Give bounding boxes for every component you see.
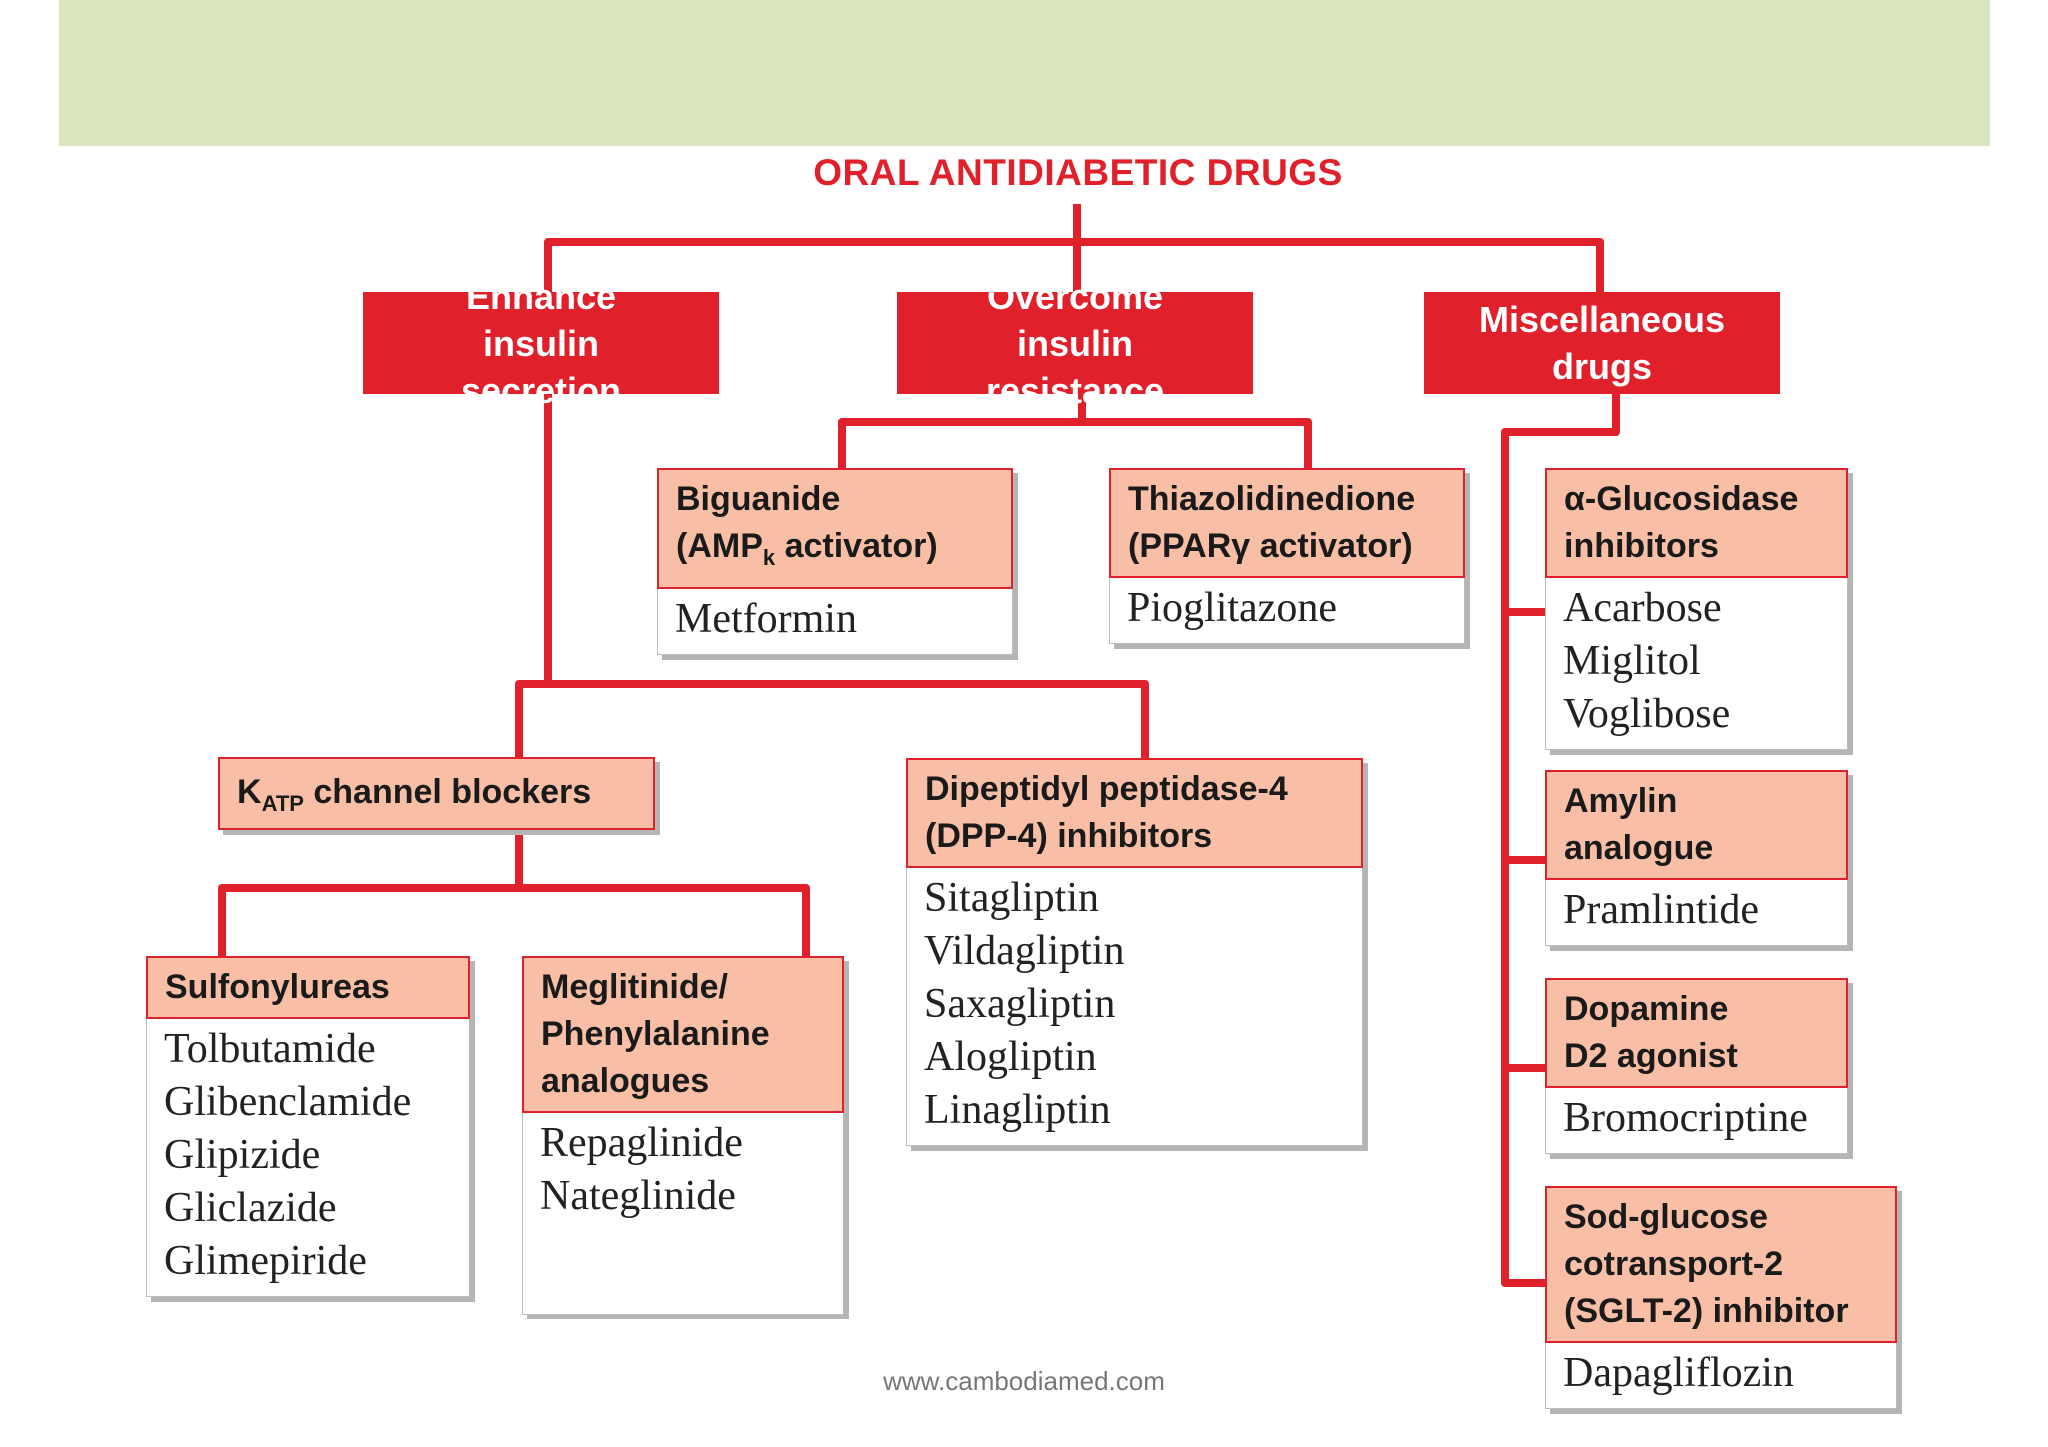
drug-name: Saxagliptin bbox=[924, 981, 1116, 1027]
sglt2-header: Sod-glucose cotransport-2 (SGLT-2) inhib… bbox=[1545, 1186, 1897, 1343]
biguanide-drug-list: Metformin bbox=[657, 588, 1013, 655]
katp-channel-blockers-box: KATP channel blockers bbox=[218, 757, 655, 830]
source-watermark: www.cambodiamed.com bbox=[883, 1366, 1165, 1396]
category-enhance-secretion: Enhance insulin secretion bbox=[363, 276, 719, 411]
sulfonylureas-card: Sulfonylureas Tolbutamide Glibenclamide … bbox=[146, 956, 470, 1297]
dopamine-card: Dopamine D2 agonist Bromocriptine bbox=[1545, 978, 1848, 1154]
category-label: Enhance insulin secretion bbox=[460, 275, 622, 411]
meglitinide-card: Meglitinide/ Phenylalanine analogues Rep… bbox=[522, 956, 844, 1315]
header-line: (PPARγ activator) bbox=[1128, 527, 1413, 565]
drug-name: Vildagliptin bbox=[924, 928, 1125, 974]
thiazolidinedione-card: Thiazolidinedione (PPARγ activator) Piog… bbox=[1109, 468, 1465, 644]
header-line: inhibitors bbox=[1564, 527, 1719, 565]
drug-name: Glibenclamide bbox=[164, 1079, 412, 1125]
glucosidase-header: α-Glucosidase inhibitors bbox=[1545, 468, 1848, 578]
sglt2-drug-list: Dapagliflozin bbox=[1545, 1343, 1897, 1409]
dpp4-header: Dipeptidyl peptidase-4 (DPP-4) inhibitor… bbox=[906, 758, 1363, 868]
drug-name: Linagliptin bbox=[924, 1087, 1111, 1133]
glucosidase-card: α-Glucosidase inhibitors Acarbose Miglit… bbox=[1545, 468, 1848, 750]
drug-name: Bromocriptine bbox=[1563, 1095, 1808, 1141]
header-line: (SGLT-2) inhibitor bbox=[1564, 1292, 1849, 1330]
sulfonylureas-header: Sulfonylureas bbox=[146, 956, 470, 1019]
drug-name: Sitagliptin bbox=[924, 875, 1100, 921]
header-line: analogue bbox=[1564, 829, 1714, 867]
amylin-header: Amylin analogue bbox=[1545, 770, 1848, 880]
katp-text: K bbox=[237, 773, 262, 811]
header-line: Sulfonylureas bbox=[165, 968, 390, 1006]
katp-subscript: ATP bbox=[261, 790, 304, 816]
drug-name: Pramlintide bbox=[1563, 887, 1759, 933]
header-line: D2 agonist bbox=[1564, 1037, 1738, 1075]
header-line: Biguanide bbox=[676, 480, 841, 518]
header-line: Phenylalanine bbox=[541, 1015, 770, 1053]
katp-text: channel blockers bbox=[303, 773, 592, 811]
header-line: Amylin bbox=[1564, 782, 1678, 820]
drug-name: Acarbose bbox=[1563, 585, 1722, 631]
header-line: Sod-glucose bbox=[1564, 1198, 1769, 1236]
drug-name: Voglibose bbox=[1563, 691, 1731, 737]
header-line: (DPP-4) inhibitors bbox=[925, 817, 1213, 855]
drug-name: Dapagliflozin bbox=[1563, 1350, 1794, 1396]
thiazolidinedione-drug-list: Pioglitazone bbox=[1109, 578, 1465, 644]
biguanide-card: Biguanide (AMPk activator) Metformin bbox=[657, 468, 1013, 655]
biguanide-header: Biguanide (AMPk activator) bbox=[657, 468, 1013, 589]
sulfonylureas-drug-list: Tolbutamide Glibenclamide Glipizide Glic… bbox=[146, 1019, 470, 1297]
category-overcome-resistance: Overcome insulin resistance bbox=[897, 276, 1253, 411]
meglitinide-header: Meglitinide/ Phenylalanine analogues bbox=[522, 956, 844, 1113]
amylin-drug-list: Pramlintide bbox=[1545, 880, 1848, 946]
dopamine-drug-list: Bromocriptine bbox=[1545, 1088, 1848, 1154]
glucosidase-drug-list: Acarbose Miglitol Voglibose bbox=[1545, 578, 1848, 750]
amylin-card: Amylin analogue Pramlintide bbox=[1545, 770, 1848, 946]
drug-name: Metformin bbox=[675, 595, 857, 642]
header-line: α-Glucosidase bbox=[1564, 480, 1799, 518]
drug-name: Repaglinide bbox=[540, 1120, 743, 1166]
header-subscript: k bbox=[762, 544, 776, 570]
header-line: Meglitinide/ bbox=[541, 968, 728, 1006]
header-line: Dipeptidyl peptidase-4 bbox=[925, 770, 1288, 808]
dopamine-header: Dopamine D2 agonist bbox=[1545, 978, 1848, 1088]
thiazolidinedione-header: Thiazolidinedione (PPARγ activator) bbox=[1109, 468, 1465, 578]
header-line: analogues bbox=[541, 1062, 710, 1100]
header-line: (AMPk activator) bbox=[676, 523, 994, 581]
dpp4-drug-list: Sitagliptin Vildagliptin Saxagliptin Alo… bbox=[906, 868, 1363, 1146]
sglt2-card: Sod-glucose cotransport-2 (SGLT-2) inhib… bbox=[1545, 1186, 1897, 1409]
header-line: cotransport-2 bbox=[1564, 1245, 1784, 1283]
drug-name: Glipizide bbox=[164, 1132, 321, 1178]
diagram-title: ORAL ANTIDIABETIC DRUGS bbox=[813, 152, 1343, 193]
category-label: Miscellaneous drugs bbox=[1478, 299, 1726, 387]
top-banner bbox=[59, 0, 1990, 146]
drug-name: Nateglinide bbox=[540, 1173, 736, 1219]
drug-name: Gliclazide bbox=[164, 1185, 337, 1231]
category-label: Overcome insulin resistance bbox=[985, 275, 1165, 411]
drug-name: Miglitol bbox=[1563, 638, 1701, 684]
drug-name: Alogliptin bbox=[924, 1034, 1097, 1080]
category-miscellaneous: Miscellaneous drugs bbox=[1424, 292, 1780, 394]
header-text: (AMP bbox=[676, 527, 763, 565]
header-text: activator) bbox=[775, 527, 938, 565]
header-line: Thiazolidinedione bbox=[1128, 480, 1416, 518]
drug-name: Tolbutamide bbox=[164, 1026, 376, 1072]
drug-name: Glimepiride bbox=[164, 1238, 367, 1284]
dpp4-card: Dipeptidyl peptidase-4 (DPP-4) inhibitor… bbox=[906, 758, 1363, 1146]
header-line: Dopamine bbox=[1564, 990, 1729, 1028]
drug-name: Pioglitazone bbox=[1127, 585, 1337, 631]
meglitinide-drug-list: Repaglinide Nateglinide bbox=[522, 1113, 844, 1315]
